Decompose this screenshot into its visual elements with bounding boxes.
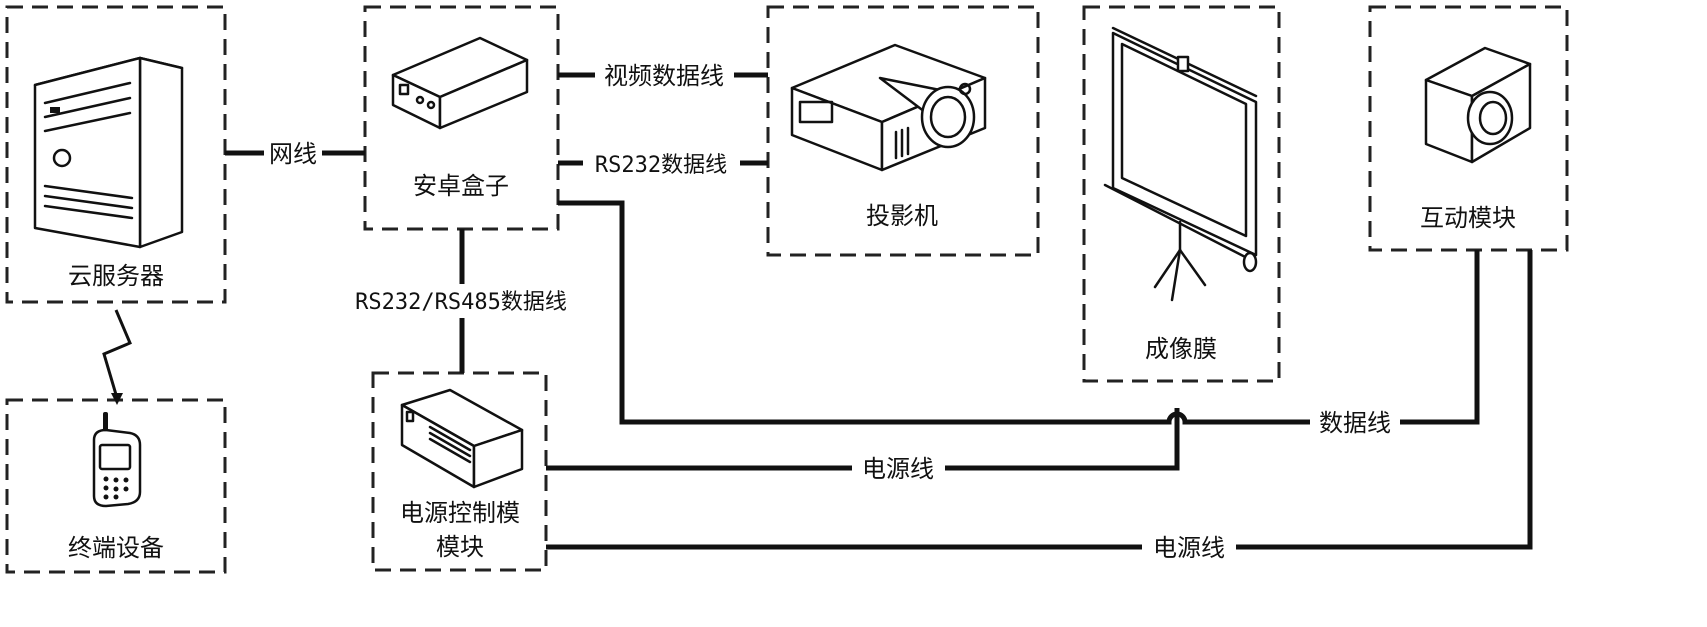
projector-icon	[790, 43, 987, 172]
video-data-line-label: 视频数据线	[604, 62, 724, 90]
data-line-wire-end	[1400, 250, 1480, 425]
set-top-box-icon	[391, 36, 529, 130]
terminal-device-label: 终端设备	[68, 534, 164, 562]
data-line-label: 数据线	[1319, 409, 1391, 437]
projector-label: 投影机	[866, 202, 938, 230]
interactive-module-box	[1368, 5, 1569, 252]
wireless-link-icon	[102, 309, 132, 399]
data-line-wire	[558, 200, 1310, 425]
projector-box	[766, 5, 1040, 257]
camera-icon	[1424, 46, 1532, 164]
rs232-rs485-data-line-label: RS232/RS485数据线	[355, 290, 567, 315]
android-box-label: 安卓盒子	[413, 172, 509, 200]
imaging-film-label: 成像膜	[1145, 335, 1217, 363]
network-cable-label: 网线	[269, 140, 317, 168]
server-tower-icon	[33, 56, 184, 249]
rs232-data-line-label: RS232数据线	[595, 153, 727, 178]
interactive-module-label: 互动模块	[1420, 204, 1516, 232]
imaging-film-box	[1082, 5, 1281, 383]
projection-screen-icon	[1103, 26, 1258, 302]
power-line-2-label: 电源线	[1153, 534, 1225, 562]
power-control-label-line1: 电源控制模	[400, 499, 520, 527]
cloud-server-label: 云服务器	[68, 262, 164, 290]
wireless-link-arrowhead	[111, 393, 123, 405]
power-line-1-label: 电源线	[862, 455, 934, 483]
mobile-phone-icon	[92, 412, 142, 508]
power-line-2-wire-right	[1236, 250, 1533, 550]
power-control-box-icon	[400, 388, 524, 489]
power-control-label-line2: 模块	[436, 533, 484, 561]
power-line-1-wire-right	[945, 408, 1180, 471]
